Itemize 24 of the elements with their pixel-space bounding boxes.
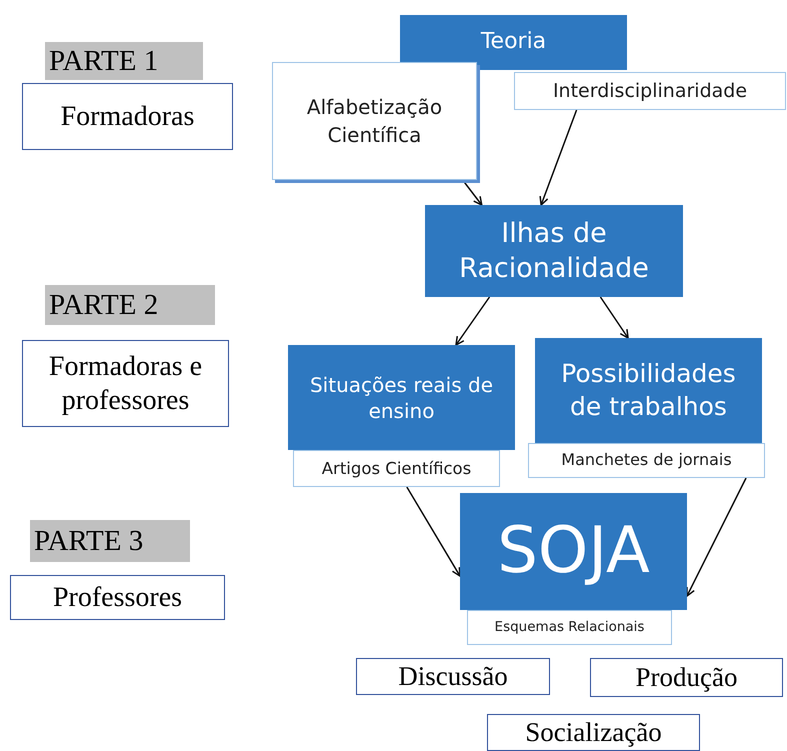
arrow (539, 110, 578, 206)
concept-box: SOJA (460, 493, 687, 610)
role-box: Formadoras (22, 83, 233, 150)
part-label: PARTE 2 (45, 285, 215, 325)
role-box: Discussão (356, 658, 550, 695)
part-label: PARTE 1 (45, 42, 203, 80)
role-box: Produção (590, 658, 783, 697)
tag-box: Alfabetização Científica (272, 62, 477, 180)
tag-box: Esquemas Relacionais (467, 610, 672, 645)
concept-box: Possibilidades de trabalhos (535, 338, 762, 443)
tag-box: Artigos Científicos (293, 450, 500, 487)
part-label: PARTE 3 (30, 520, 190, 562)
arrow (406, 486, 461, 577)
role-box: Socialização (487, 714, 700, 751)
arrow (686, 478, 747, 597)
concept-box: Teoria (400, 15, 627, 70)
tag-box: Manchetes de jornais (528, 443, 765, 478)
arrow (600, 296, 629, 339)
concept-box: Ilhas de Racionalidade (425, 205, 683, 297)
tag-box: Interdisciplinaridade (514, 72, 786, 110)
concept-box: Situações reais de ensino (288, 345, 515, 450)
role-box: Formadoras e professores (22, 340, 229, 427)
role-box: Professores (10, 575, 225, 620)
arrow (455, 296, 490, 346)
